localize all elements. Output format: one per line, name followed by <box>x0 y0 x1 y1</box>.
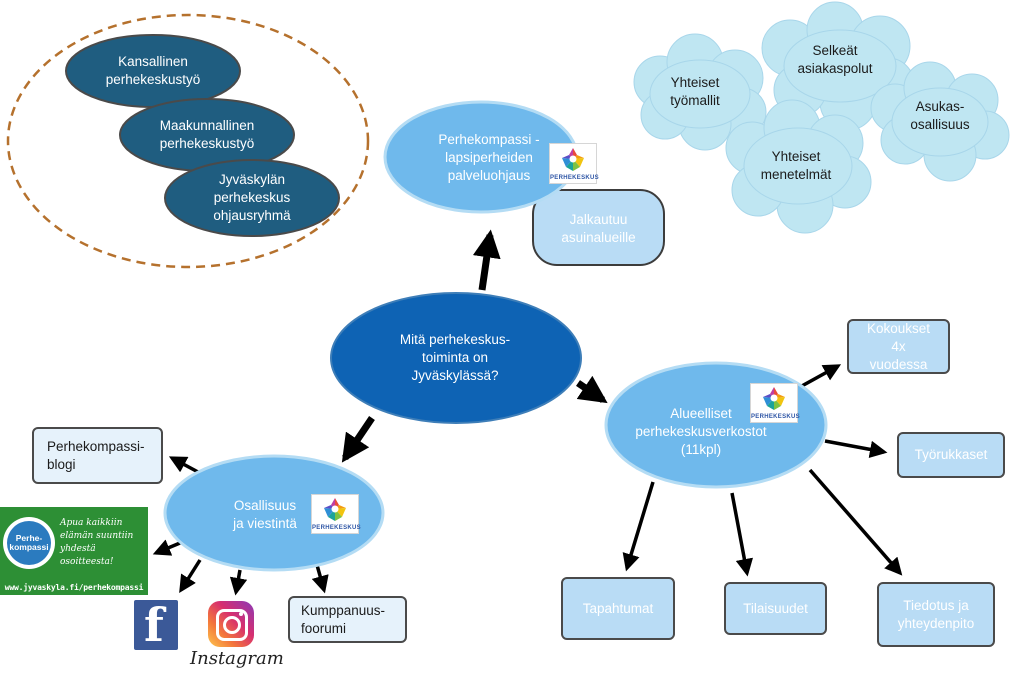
banner-url[interactable]: www.jyvaskyla.fi/perhekompassi <box>4 583 144 592</box>
perhekompassi-banner[interactable]: Perhe- kompassi Apua kaikkiin elämän suu… <box>0 507 148 595</box>
arrow-to-blog <box>168 456 199 474</box>
perhekeskus-logo-top: PERHEKESKUS <box>549 143 599 184</box>
arrow-center-to-left <box>341 416 375 463</box>
instagram-icon[interactable] <box>208 601 254 647</box>
instagram-lens <box>223 616 241 634</box>
regional-label: Maakunnallinen perhekeskustyö <box>159 118 255 151</box>
banner-badge-text: Perhe- kompassi <box>9 533 49 552</box>
banner-badge: Perhe- kompassi <box>3 517 55 569</box>
arrow-to-banner <box>152 539 181 556</box>
meetings-label: Kokoukset 4x vuodessa <box>866 320 931 372</box>
shared-models-label: Yhteiset työmallit <box>670 75 720 108</box>
top-sub-box <box>532 189 665 266</box>
arrow-to-meetings <box>799 364 842 389</box>
arrow-to-events <box>622 481 655 572</box>
governance-group-outline <box>6 13 370 269</box>
arrow-to-communication <box>808 468 903 576</box>
arrow-center-to-right <box>576 375 608 404</box>
perhekeskus-logo-left: PERHEKESKUS <box>311 494 361 534</box>
arrow-to-workgroups <box>824 439 888 459</box>
venues-label: Tilaisuudet <box>743 600 808 616</box>
workgroups-box <box>897 432 1005 478</box>
cloud-shared-models <box>633 33 767 151</box>
local-steering-ellipse <box>164 159 340 237</box>
center-label: Mitä perhekeskus- toiminta on Jyväskyläs… <box>399 332 511 383</box>
workgroups-label: Työrukkaset <box>914 447 988 462</box>
top-node-label: Perhekompassi - lapsiperheiden palveluoh… <box>438 132 540 183</box>
shared-methods-label: Yhteiset menetelmät <box>760 149 832 182</box>
top-sub-label: Jalkautuu asuinalueille <box>561 212 636 245</box>
blog-label: Perhekompassi- blogi <box>47 438 145 472</box>
communication-box <box>877 582 995 647</box>
forum-label: Kumppanuus- foorumi <box>301 602 386 636</box>
arrow-to-instagram <box>229 569 248 596</box>
cloud-resident-participation <box>870 61 1010 182</box>
left-node-label: Osallisuus ja viestintä <box>233 498 297 531</box>
clear-paths-label: Selkeät asiakaspolut <box>797 43 873 76</box>
banner-slogan: Apua kaikkiin elämän suuntiin yhdestä os… <box>60 518 134 567</box>
center-ellipse <box>330 292 582 424</box>
perhekeskus-logo-right: PERHEKESKUS <box>750 383 800 423</box>
facebook-icon[interactable]: f <box>134 598 178 652</box>
meetings-box <box>847 319 950 374</box>
perhekeskus-star-icon <box>763 387 785 410</box>
forum-box <box>288 596 407 643</box>
logo-text: PERHEKESKUS <box>312 525 361 531</box>
arrow-center-to-top <box>472 229 501 291</box>
arrow-to-forum <box>311 564 329 594</box>
right-node-label: Alueelliset perhekeskusverkostot (11kpl) <box>635 406 767 457</box>
perhekeskus-star-icon <box>324 498 346 521</box>
cloud-shared-methods <box>725 99 872 234</box>
instagram-flash-dot <box>239 612 243 616</box>
national-label: Kansallinen perhekeskustyö <box>105 54 201 87</box>
instagram-camera-outline <box>216 609 248 641</box>
events-box <box>561 577 675 640</box>
facebook-f-glyph: f <box>144 598 164 652</box>
arrow-to-facebook <box>179 559 202 593</box>
arrow-to-venues <box>730 492 754 577</box>
logo-text: PERHEKESKUS <box>550 175 599 181</box>
events-label: Tapahtumat <box>582 600 654 616</box>
perhekeskus-star-icon <box>562 148 584 171</box>
venues-box <box>724 582 827 635</box>
communication-label: Tiedotus ja yhteydenpito <box>897 597 975 631</box>
logo-text: PERHEKESKUS <box>751 414 800 420</box>
instagram-wordmark: Instagram <box>190 648 284 669</box>
local-steering-label: Jyväskylän perhekeskus ohjausryhmä <box>213 172 291 223</box>
left-node-ellipse <box>163 454 385 572</box>
resident-participation-label: Asukas- osallisuus <box>910 99 970 132</box>
blog-box <box>32 427 163 484</box>
